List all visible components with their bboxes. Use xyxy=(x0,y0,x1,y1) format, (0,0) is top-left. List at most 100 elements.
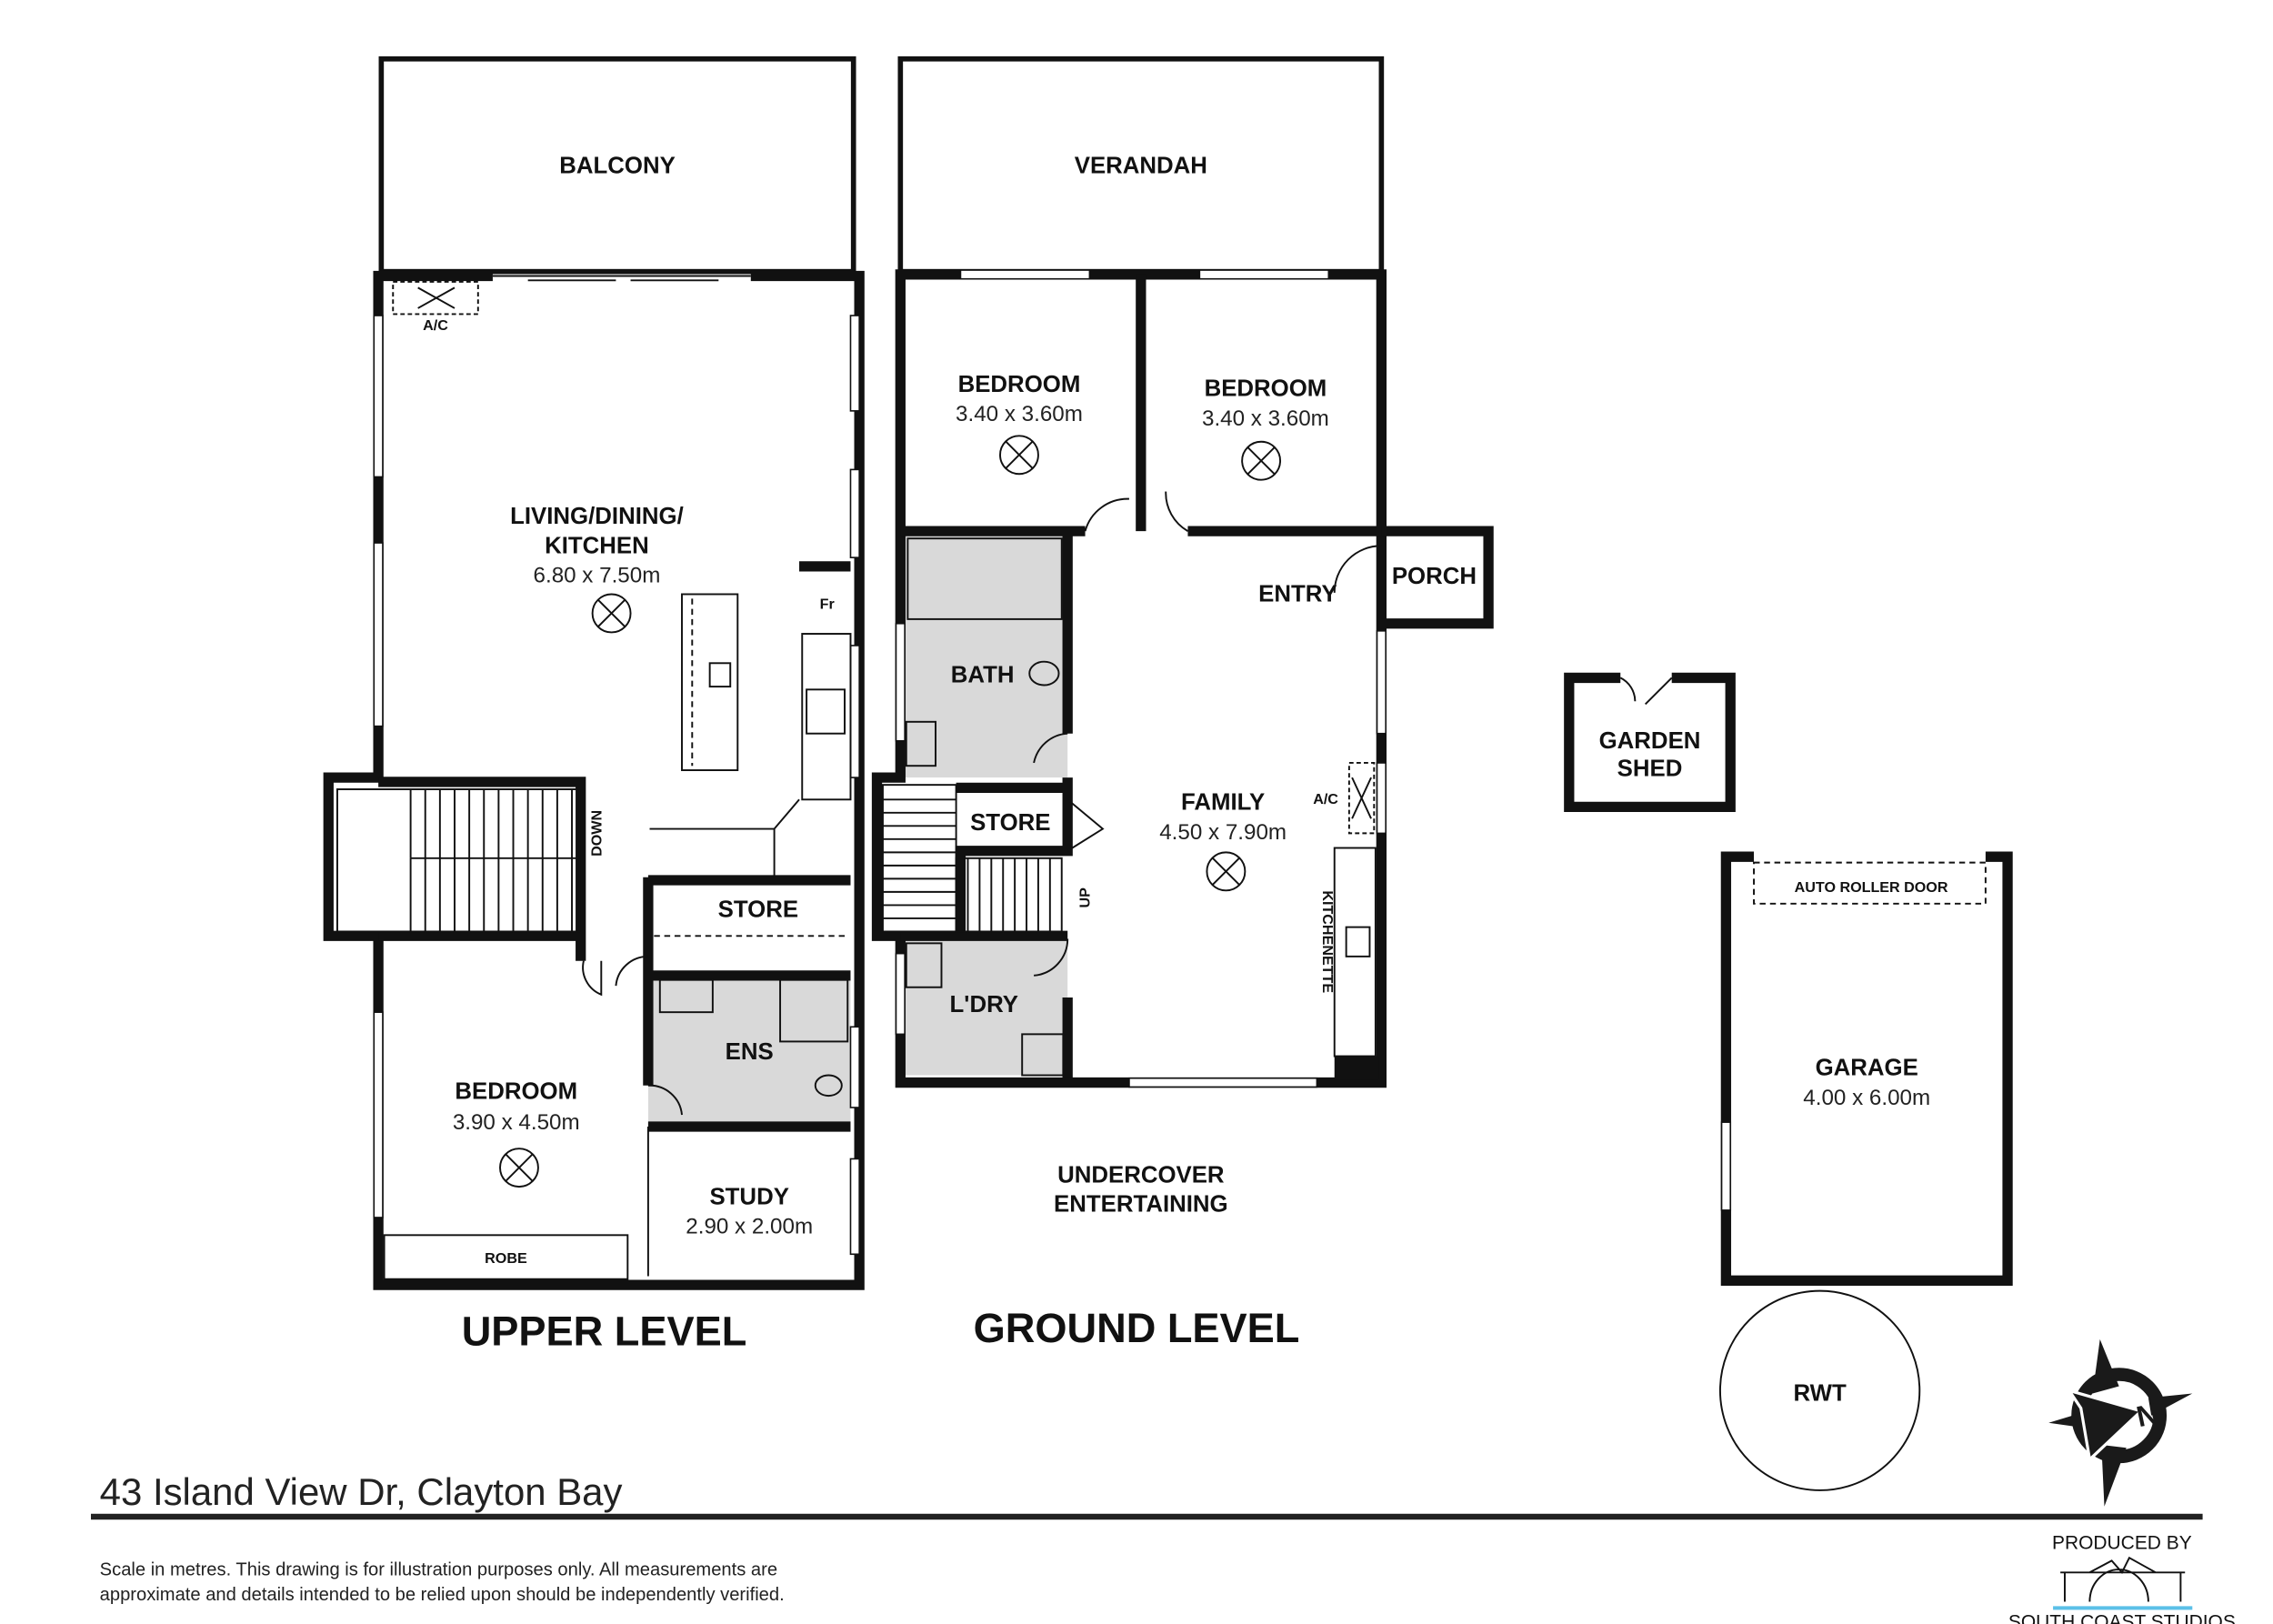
window xyxy=(1376,762,1387,835)
window xyxy=(1720,1121,1732,1211)
rainwater-tank: RWT xyxy=(1718,1289,1921,1491)
window xyxy=(373,1011,384,1218)
kitchen-bench xyxy=(801,633,852,801)
north-compass-icon: N xyxy=(2048,1338,2193,1507)
toilet-icon xyxy=(1028,660,1060,687)
room-name: VERANDAH xyxy=(1075,154,1207,179)
room-name: STORE xyxy=(718,897,798,922)
robe xyxy=(383,1234,629,1280)
ground-stairs xyxy=(882,784,1063,933)
room-name: ENTRY xyxy=(1258,582,1337,607)
window xyxy=(849,1026,860,1108)
room-name: BEDROOM xyxy=(958,372,1081,397)
vanity-basin xyxy=(658,978,714,1014)
rwt-label: RWT xyxy=(1793,1381,1847,1407)
laundry-floor xyxy=(903,938,1068,1076)
window xyxy=(895,622,906,742)
logo-accent-bar xyxy=(2053,1606,2193,1610)
room-name: UNDERCOVER xyxy=(1057,1162,1225,1188)
fridge-label: Fr xyxy=(820,596,836,613)
produced-by-label: PRODUCED BY xyxy=(2052,1532,2192,1553)
room-name: STUDY xyxy=(709,1184,788,1209)
ensuite-floor xyxy=(647,975,851,1127)
room-size: 4.00 x 6.00m xyxy=(1803,1086,1930,1110)
property-address: 43 Island View Dr, Clayton Bay xyxy=(100,1470,623,1513)
ground-level-plan: UP A/C KITCHENETTE VERANDAH BEDROOM 3.40… xyxy=(871,55,1494,1351)
company-name: SOUTH COAST STUDIOS xyxy=(2008,1612,2236,1624)
light-fixture-icon xyxy=(1206,851,1247,892)
room-size: 3.40 x 3.60m xyxy=(1202,406,1329,431)
window xyxy=(849,1158,860,1256)
interior-wall xyxy=(643,875,851,1132)
ground-level-title: GROUND LEVEL xyxy=(974,1305,1300,1351)
shower xyxy=(779,978,849,1043)
cooktop-icon xyxy=(806,688,846,735)
room-name: FAMILY xyxy=(1181,790,1265,816)
disclaimer-line: approximate and details intended to be r… xyxy=(100,1585,785,1605)
window xyxy=(1376,630,1387,735)
window xyxy=(849,468,860,558)
window xyxy=(959,269,1091,280)
room-name: STORE xyxy=(970,810,1050,836)
room-name: L'DRY xyxy=(950,992,1018,1018)
window xyxy=(373,542,384,727)
room-name: GARDEN xyxy=(1599,728,1701,754)
room-name: GARAGE xyxy=(1816,1056,1918,1081)
balcony-outline xyxy=(378,55,856,275)
roller-door-label: AUTO ROLLER DOOR xyxy=(1795,879,1948,896)
garage: AUTO ROLLER DOOR GARAGE 4.00 x 6.00m xyxy=(1720,851,2013,1286)
sliding-door xyxy=(1128,1077,1318,1088)
interior-wall xyxy=(378,777,586,961)
room-size: 3.90 x 4.50m xyxy=(453,1110,580,1135)
upper-stairs xyxy=(336,788,581,933)
light-fixture-icon xyxy=(999,435,1039,476)
up-label: UP xyxy=(1076,887,1093,908)
room-name: BEDROOM xyxy=(1205,376,1327,402)
kitchen-island xyxy=(681,593,739,771)
room-name: BEDROOM xyxy=(455,1078,577,1104)
bath-floor xyxy=(903,534,1068,778)
robe-label: ROBE xyxy=(485,1250,527,1267)
room-name: LIVING/DINING/ xyxy=(510,504,684,529)
kitchenette-label: KITCHENETTE xyxy=(1319,890,1336,993)
room-name: ENS xyxy=(726,1039,774,1065)
room-size: 4.50 x 7.90m xyxy=(1159,820,1287,845)
window xyxy=(849,315,860,412)
room-name: KITCHEN xyxy=(545,533,649,558)
upper-level-title: UPPER LEVEL xyxy=(462,1308,747,1354)
garden-shed: GARDEN SHED xyxy=(1564,672,1736,812)
ac-label: A/C xyxy=(1313,791,1338,807)
sink-icon xyxy=(708,662,732,688)
laundry-tub xyxy=(905,942,943,988)
porch-wall xyxy=(1381,526,1494,629)
window xyxy=(849,645,860,778)
ac-label: A/C xyxy=(423,317,448,334)
ac-unit xyxy=(392,280,479,316)
window xyxy=(1198,269,1330,280)
footer-divider xyxy=(91,1513,2203,1520)
room-size: 6.80 x 7.50m xyxy=(534,564,661,588)
room-name: BALCONY xyxy=(559,154,676,179)
auto-roller-door xyxy=(1753,861,1987,905)
ac-unit xyxy=(1347,762,1376,835)
vanity-basin xyxy=(905,720,936,767)
disclaimer-line: Scale in metres. This drawing is for ill… xyxy=(100,1560,777,1580)
upper-outer-wall xyxy=(323,270,865,1290)
producer-logo: PRODUCED BY SOUTH COAST STUDIOS xyxy=(2008,1532,2236,1624)
room-size: 2.90 x 2.00m xyxy=(686,1215,813,1239)
room-name: PORCH xyxy=(1392,564,1477,589)
light-fixture-icon xyxy=(499,1148,539,1188)
toilet-icon xyxy=(814,1074,843,1098)
window xyxy=(895,952,906,1036)
down-label: DOWN xyxy=(588,810,605,857)
sliding-door xyxy=(492,275,751,282)
room-name: ENTERTAINING xyxy=(1054,1192,1228,1218)
light-fixture-icon xyxy=(1241,440,1282,481)
room-name: BATH xyxy=(951,662,1015,687)
light-fixture-icon xyxy=(591,593,632,634)
upper-level-plan: A/C DOWN Fr BALCONY LIVING/DINING/ KITCH… xyxy=(323,55,865,1354)
window xyxy=(373,315,384,478)
room-size: 3.40 x 3.60m xyxy=(956,402,1083,426)
bathtub xyxy=(906,537,1063,620)
